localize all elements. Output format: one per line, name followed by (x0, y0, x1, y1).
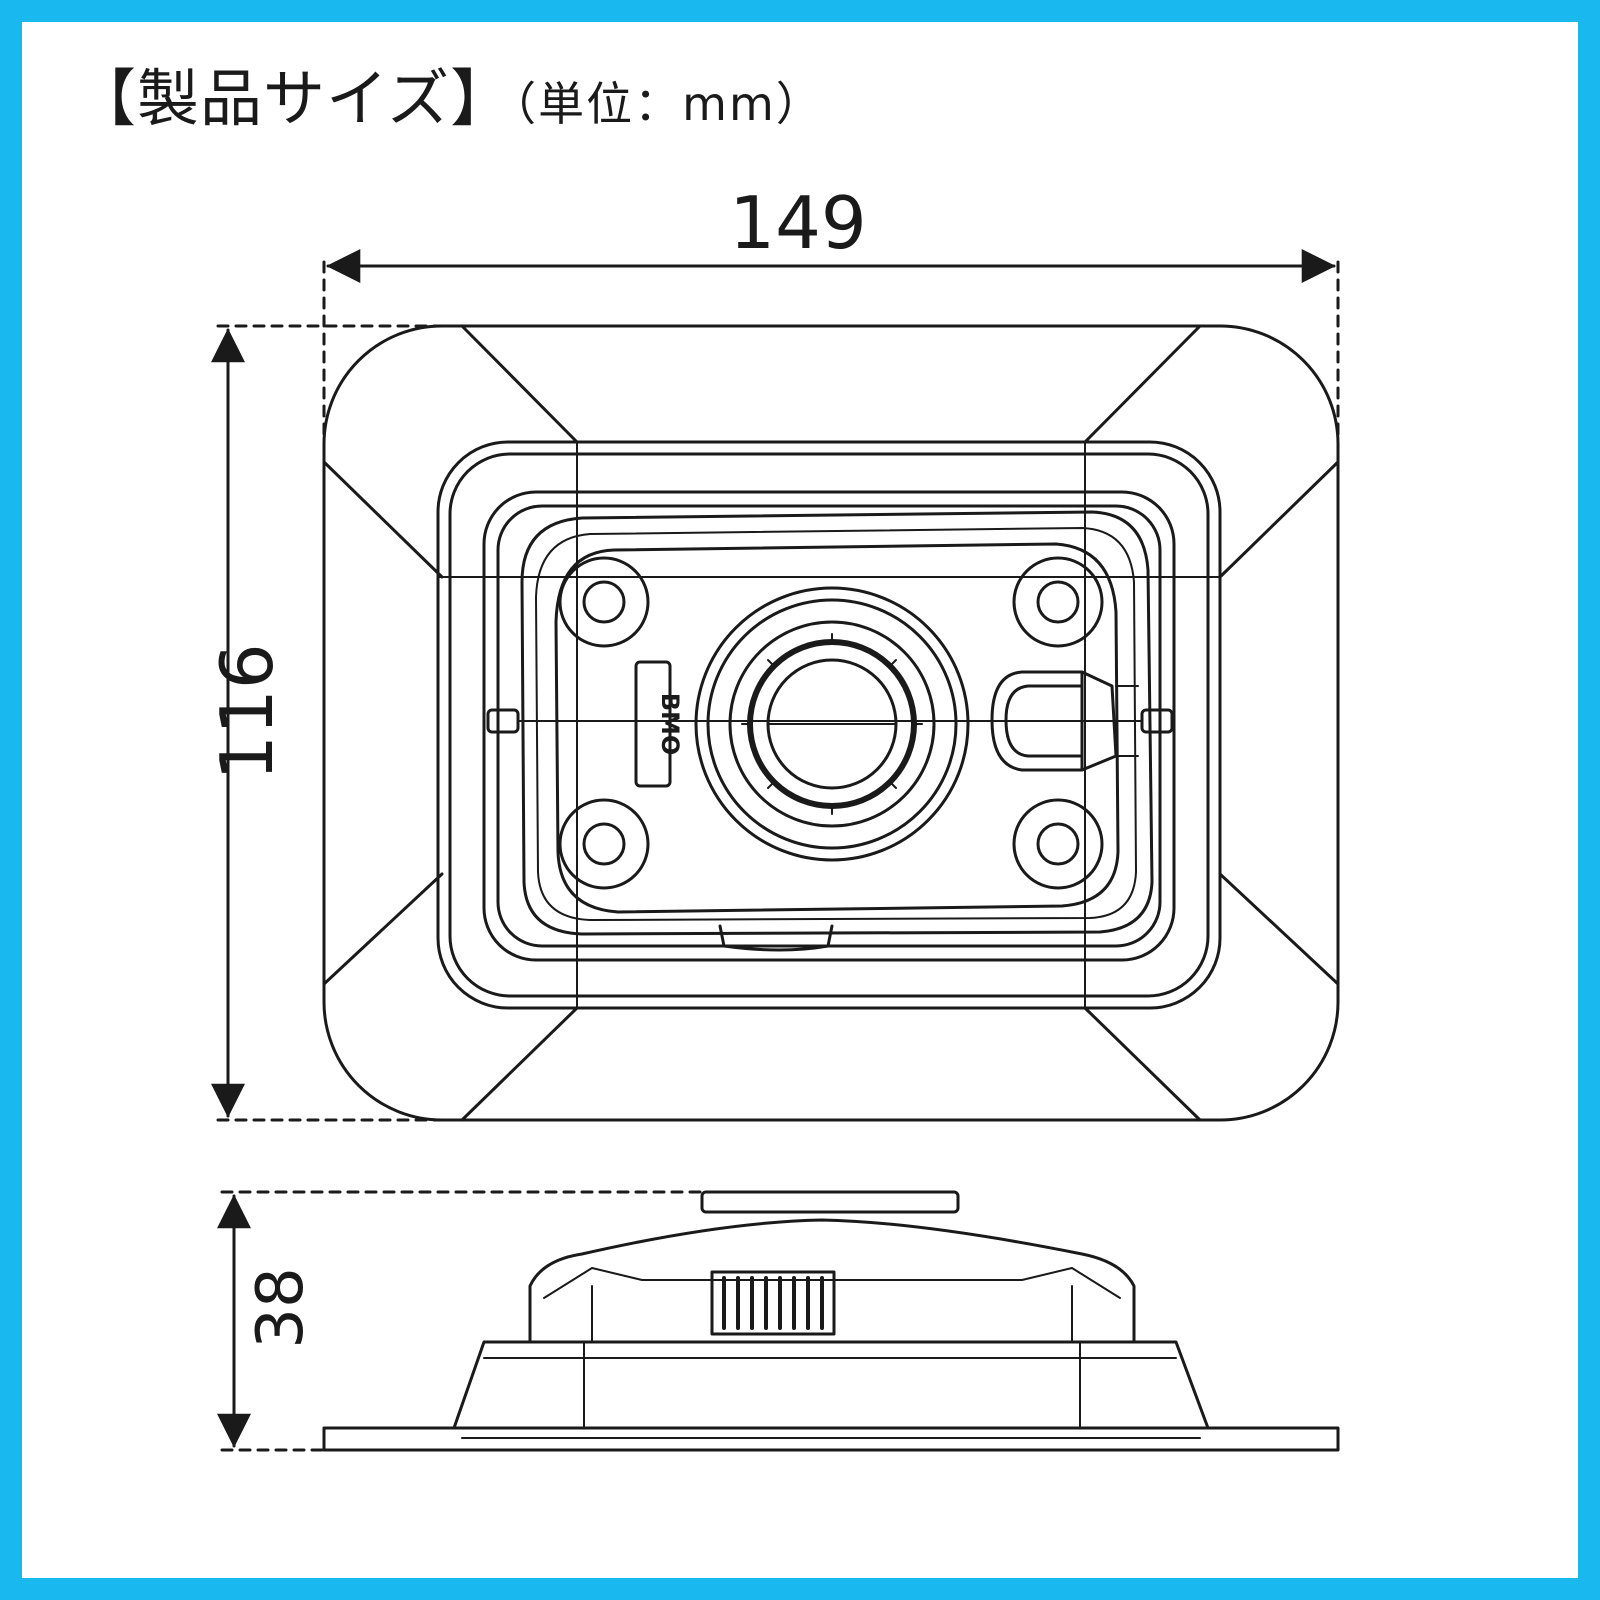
title-main: 【製品サイズ】 (74, 62, 514, 135)
rib-left-top (322, 460, 444, 579)
latch (990, 670, 1139, 772)
top-view (322, 324, 1340, 1122)
height-label: 38 (244, 1267, 318, 1348)
screw-boss-bottom-left (558, 798, 650, 890)
screw-boss-top-right (1012, 556, 1104, 648)
side-view (322, 1190, 1340, 1452)
depth-label: 116 (205, 643, 289, 780)
height-dimension (217, 1190, 704, 1452)
side-body (528, 1218, 1136, 1344)
side-grip (710, 1270, 836, 1336)
logo-text: BMO (656, 693, 684, 756)
screw-boss-top-left (558, 556, 650, 648)
rib-left-bottom (322, 872, 444, 986)
body-outer (436, 440, 1222, 1010)
wall-outer (482, 490, 1176, 962)
screw-boss-bottom-right (1012, 798, 1104, 890)
body-outer-inner (448, 452, 1210, 998)
base-outline (322, 324, 1340, 1122)
width-label: 149 (729, 181, 866, 265)
side-pin-right (1140, 708, 1174, 734)
width-dimension (322, 249, 1340, 444)
side-base-slope (452, 1340, 1210, 1430)
depth-dimension (211, 324, 454, 1122)
wall-rim (520, 510, 1154, 936)
center-socket (694, 586, 970, 862)
page-title: 【製品サイズ】（単位：mm） (74, 48, 824, 138)
rib-bottom-left (460, 1006, 579, 1122)
rib-top-left (460, 324, 579, 444)
wall-inner (496, 504, 1162, 948)
side-grip-ridges (722, 1276, 824, 1330)
technical-drawing: BMO 149 116 38 (205, 181, 1340, 1452)
logo-plate (634, 660, 672, 788)
bottom-tab (718, 924, 834, 952)
title-unit: （単位：mm） (513, 77, 824, 131)
side-pin-left (486, 708, 520, 734)
side-base-plate (322, 1426, 1340, 1452)
inner-plate (554, 542, 1120, 914)
rib-top-right (1083, 324, 1202, 444)
side-socket-top (700, 1190, 960, 1214)
rib-bottom-right (1083, 1006, 1202, 1122)
rib-right-bottom (1218, 872, 1340, 986)
image-frame: 【製品サイズ】（単位：mm） (22, 22, 1578, 1578)
rib-right-top (1218, 460, 1340, 579)
